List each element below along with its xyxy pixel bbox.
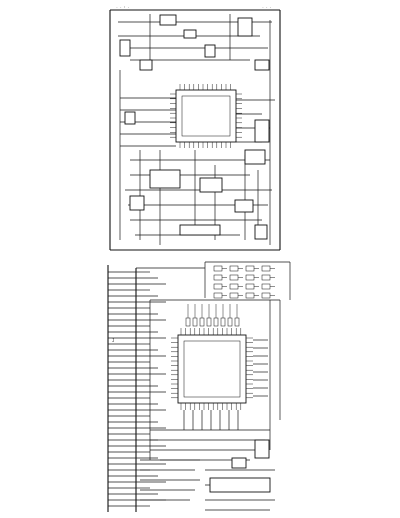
top-schematic: . . : . . . .	[109, 5, 281, 251]
svg-text:. . .: . . .	[262, 5, 272, 9]
svg-text:J: J	[112, 338, 114, 343]
svg-text:. . : .: . . : .	[116, 5, 130, 9]
bottom-schematic: J	[107, 261, 291, 512]
main-ic-top	[175, 89, 237, 143]
main-ic-bottom	[177, 334, 247, 404]
